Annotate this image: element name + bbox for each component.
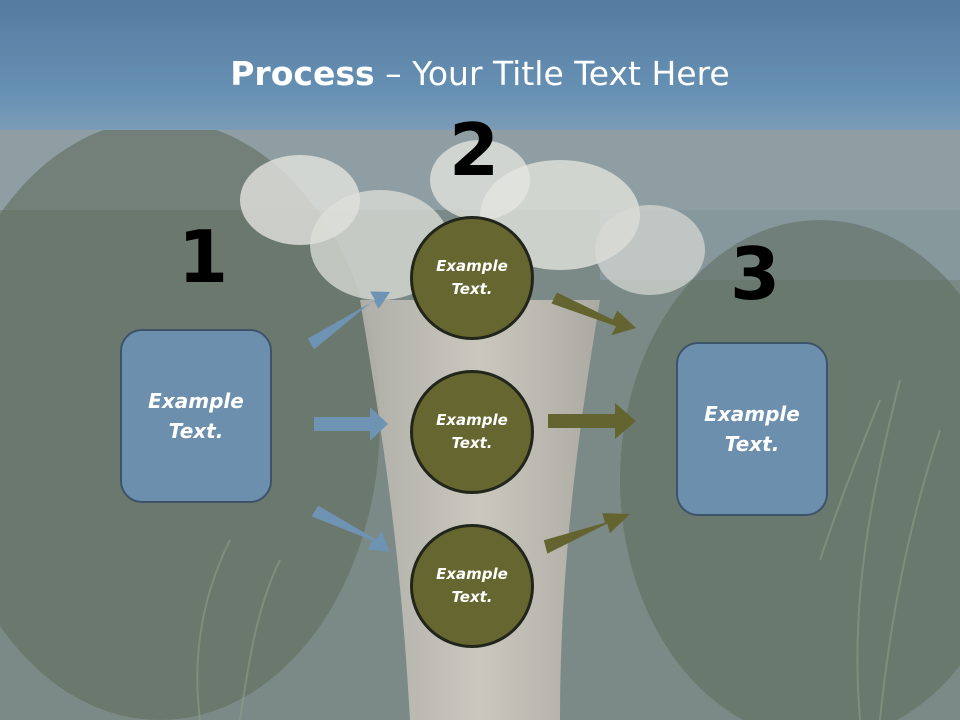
- step-3-box: Example Text.: [676, 342, 828, 516]
- arrow-top-to-3: [551, 292, 636, 336]
- circle-bottom-label: Example Text.: [436, 565, 508, 606]
- step-3-label: Example Text.: [704, 402, 800, 456]
- arrow-1-to-middle: [314, 407, 388, 441]
- title-band: [0, 0, 960, 130]
- title-bold: Process: [230, 54, 375, 93]
- arrow-1-to-bottom: [311, 505, 390, 552]
- step-2-circle-bottom: Example Text.: [410, 524, 534, 648]
- circle-middle-label: Example Text.: [436, 411, 508, 452]
- arrow-1-to-top: [307, 291, 390, 350]
- step-number-3: 3: [730, 232, 781, 316]
- slide-title: Process – Your Title Text Here: [0, 52, 960, 96]
- arrow-middle-to-3: [548, 403, 636, 439]
- step-2-circle-top: Example Text.: [410, 216, 534, 340]
- step-2-circle-middle: Example Text.: [410, 370, 534, 494]
- step-1-box: Example Text.: [120, 329, 272, 503]
- step-number-1: 1: [178, 215, 229, 299]
- circle-top-label: Example Text.: [436, 257, 508, 298]
- step-1-label: Example Text.: [148, 389, 244, 443]
- arrow-bottom-to-3: [543, 513, 630, 554]
- title-rest: – Your Title Text Here: [374, 54, 730, 93]
- step-number-2: 2: [449, 108, 500, 192]
